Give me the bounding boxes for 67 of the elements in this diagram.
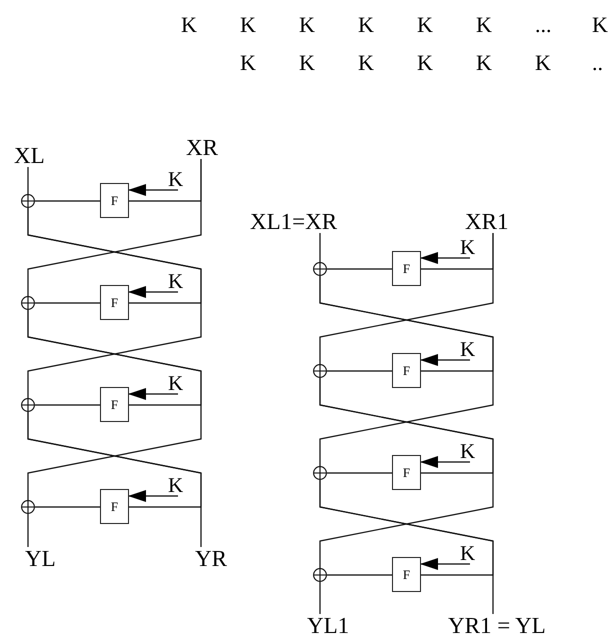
wire-line: [27, 167, 29, 194]
signal-label: XR1: [465, 210, 508, 233]
arrow: [420, 558, 471, 570]
wire-line: [319, 233, 321, 262]
signal-label: YR: [195, 547, 227, 570]
function-box: F: [392, 251, 421, 286]
ellipsis: ..: [592, 52, 603, 74]
key-label: K: [460, 543, 476, 564]
key-label: K: [417, 52, 433, 74]
arrow: [420, 456, 471, 468]
function-box: F: [100, 387, 129, 422]
wire-line: [319, 480, 494, 614]
key-label: K: [168, 169, 184, 190]
function-box: F: [100, 489, 129, 524]
wire-line: [35, 506, 100, 508]
signal-label: XL1=XR: [250, 210, 338, 233]
key-label: K: [181, 14, 197, 36]
key-label: K: [460, 339, 476, 360]
arrow: [128, 388, 179, 400]
arrow: [128, 490, 179, 502]
signal-label: XL: [14, 144, 45, 167]
wire-line: [319, 582, 321, 614]
key-label: K: [240, 14, 256, 36]
signal-label: YL: [25, 547, 56, 570]
wire-line: [27, 208, 202, 398]
function-box: F: [100, 285, 129, 320]
key-label: K: [299, 14, 315, 36]
key-label: K: [168, 373, 184, 394]
signal-label: XR: [186, 136, 218, 159]
wire-line: [35, 200, 100, 202]
wire-line: [327, 268, 392, 270]
function-box: F: [392, 557, 421, 592]
key-label: K: [476, 14, 492, 36]
ellipsis: ...: [535, 14, 552, 36]
wire-line: [319, 276, 494, 466]
wire-line: [35, 404, 100, 406]
key-label: K: [592, 14, 608, 36]
arrow: [420, 354, 471, 366]
key-label: K: [358, 14, 374, 36]
key-label: K: [460, 237, 476, 258]
key-label: K: [358, 52, 374, 74]
function-box: F: [100, 183, 129, 218]
key-label: K: [168, 475, 184, 496]
wire-line: [27, 412, 202, 547]
arrow: [128, 184, 179, 196]
wire-line: [327, 370, 392, 372]
wire-line: [27, 514, 29, 547]
key-label: K: [476, 52, 492, 74]
signal-label: YR1 = YL: [448, 614, 546, 637]
wire-line: [327, 574, 392, 576]
wire-line: [35, 302, 100, 304]
wire-line: [327, 472, 392, 474]
key-label: K: [240, 52, 256, 74]
function-box: F: [392, 353, 421, 388]
wire-line: [319, 378, 494, 568]
wire-line: [27, 159, 202, 296]
arrow: [420, 252, 471, 264]
wire-line: [27, 310, 202, 500]
key-label: K: [168, 271, 184, 292]
signal-label: YL1: [307, 614, 350, 637]
key-label: K: [299, 52, 315, 74]
arrow: [128, 286, 179, 298]
wire-line: [319, 233, 494, 364]
key-label: K: [417, 14, 433, 36]
key-label: K: [535, 52, 551, 74]
key-label: K: [460, 441, 476, 462]
function-box: F: [392, 455, 421, 490]
